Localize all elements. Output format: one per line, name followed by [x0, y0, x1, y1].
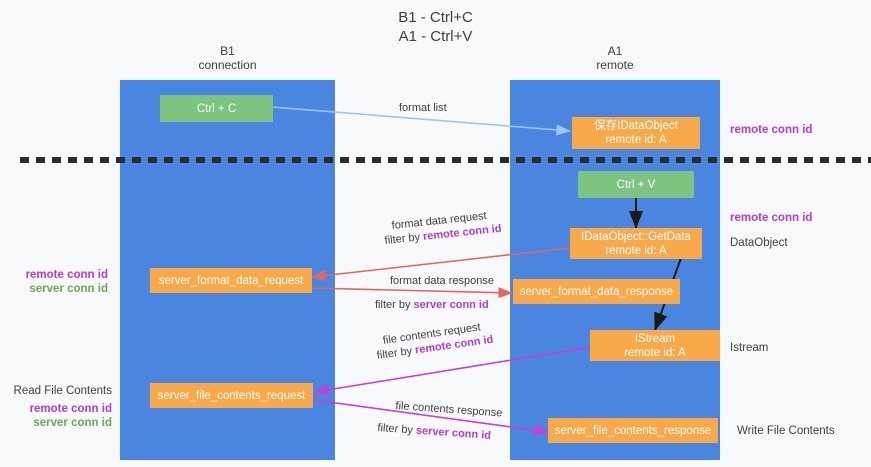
annotation-istream: Istream [730, 341, 768, 355]
edge-label-format-list-text: format list [399, 102, 447, 114]
box-ctrl-c-label: Ctrl + C [196, 102, 237, 115]
annotation-write-file-contents-text: Write File Contents [737, 425, 835, 437]
lane-header-b1-sub: connection [198, 58, 257, 72]
box-server-format-data-response-label: server_format_data_response [519, 285, 674, 298]
annotation-dataobject: DataObject [730, 236, 788, 250]
annotation-left-server-conn-id-2-text: server conn id [33, 417, 112, 429]
annotation-left-remote-conn-id-2-text: remote conn id [29, 403, 112, 415]
box-server-file-contents-response-label: server_file_contents_response [554, 424, 712, 437]
box-server-file-contents-request-label: server_file_contents_request [157, 389, 306, 402]
edge-label-file-contents-response-text: file contents response [395, 399, 503, 420]
edge-label-format-data-response: format data response [390, 274, 494, 288]
edge-label-file-contents-response: file contents response [395, 399, 503, 420]
edge-label-file-contents-response-filter: filter by server conn id [377, 421, 491, 443]
box-ctrl-v-label: Ctrl + V [616, 178, 656, 191]
box-istream-line-1: IStream [634, 332, 676, 345]
edge-label-format-data-response-filter-highlight: server conn id [413, 299, 489, 311]
box-idataobject-line-1: 保存IDataObject [594, 120, 678, 132]
edge-label-format-list: format list [399, 101, 447, 115]
annotation-right-top-remote-conn-id: remote conn id [730, 123, 812, 137]
connector-format-data-response [309, 287, 513, 299]
annotation-right-mid-remote-conn-id: remote conn id [730, 211, 812, 225]
diagram-title: B1 - Ctrl+C A1 - Ctrl+V [0, 8, 871, 46]
edge-label-file-contents-response-filter-prefix: filter by [377, 421, 417, 437]
box-server-file-contents-response[interactable]: server_file_contents_response [548, 418, 718, 443]
annotation-left-conn-ids: remote conn id server conn id [0, 268, 108, 296]
annotation-left-server-conn-id-text: server conn id [29, 283, 108, 295]
annotation-left-remote-conn-id-text: remote conn id [25, 269, 108, 281]
box-idataobject-getdata[interactable]: IDataObject::GetData remote id: A [570, 228, 702, 259]
box-getdata-line-1: IDataObject::GetData [581, 230, 691, 243]
annotation-dataobject-text: DataObject [730, 237, 788, 249]
box-istream-line-2: remote id: A [624, 346, 686, 359]
box-server-format-data-response[interactable]: server_format_data_response [513, 279, 680, 304]
edge-label-format-data-request-filter-prefix: filter by [384, 230, 424, 247]
box-server-format-data-request[interactable]: server_format_data_request [150, 268, 312, 293]
annotation-read-file-contents-block: Read File Contents remote conn id server… [0, 384, 112, 430]
edge-label-file-contents-response-filter-highlight: server conn id [415, 424, 492, 442]
edge-label-format-data-response-filter: filter by server conn id [375, 298, 489, 312]
diagram-title-line-2: A1 - Ctrl+V [398, 28, 473, 45]
edge-label-format-data-response-text: format data response [390, 275, 494, 287]
annotation-right-mid-remote-conn-id-text: remote conn id [730, 212, 813, 224]
lane-header-b1: B1 connection [120, 44, 335, 72]
box-getdata-line-2: remote id: A [605, 244, 667, 257]
box-ctrl-v[interactable]: Ctrl + V [578, 171, 694, 198]
lane-header-a1-sub: remote [596, 58, 634, 72]
edge-label-format-data-response-filter-prefix: filter by [375, 299, 414, 311]
box-istream[interactable]: IStream remote id: A [590, 330, 720, 361]
phase-divider-dashed-line [20, 157, 871, 163]
box-server-file-contents-request[interactable]: server_file_contents_request [150, 383, 313, 408]
box-idataobject-line-2: remote id: A [605, 134, 667, 146]
diagram-title-line-1: B1 - Ctrl+C [398, 9, 473, 26]
annotation-right-top-remote-conn-id-text: remote conn id [730, 124, 813, 136]
annotation-write-file-contents: Write File Contents [737, 424, 835, 438]
box-idataobject[interactable]: 保存IDataObject remote id: A [572, 117, 700, 149]
lane-header-a1: A1 remote [510, 44, 720, 72]
edge-label-file-contents-request-filter-prefix: filter by [376, 344, 416, 362]
box-server-format-data-request-label: server_format_data_request [158, 274, 304, 287]
box-ctrl-c[interactable]: Ctrl + C [160, 95, 273, 122]
lane-header-b1-name: B1 [220, 44, 235, 58]
lane-header-a1-name: A1 [607, 44, 623, 58]
annotation-istream-text: Istream [730, 342, 769, 354]
annotation-read-file-contents-text: Read File Contents [13, 385, 112, 397]
